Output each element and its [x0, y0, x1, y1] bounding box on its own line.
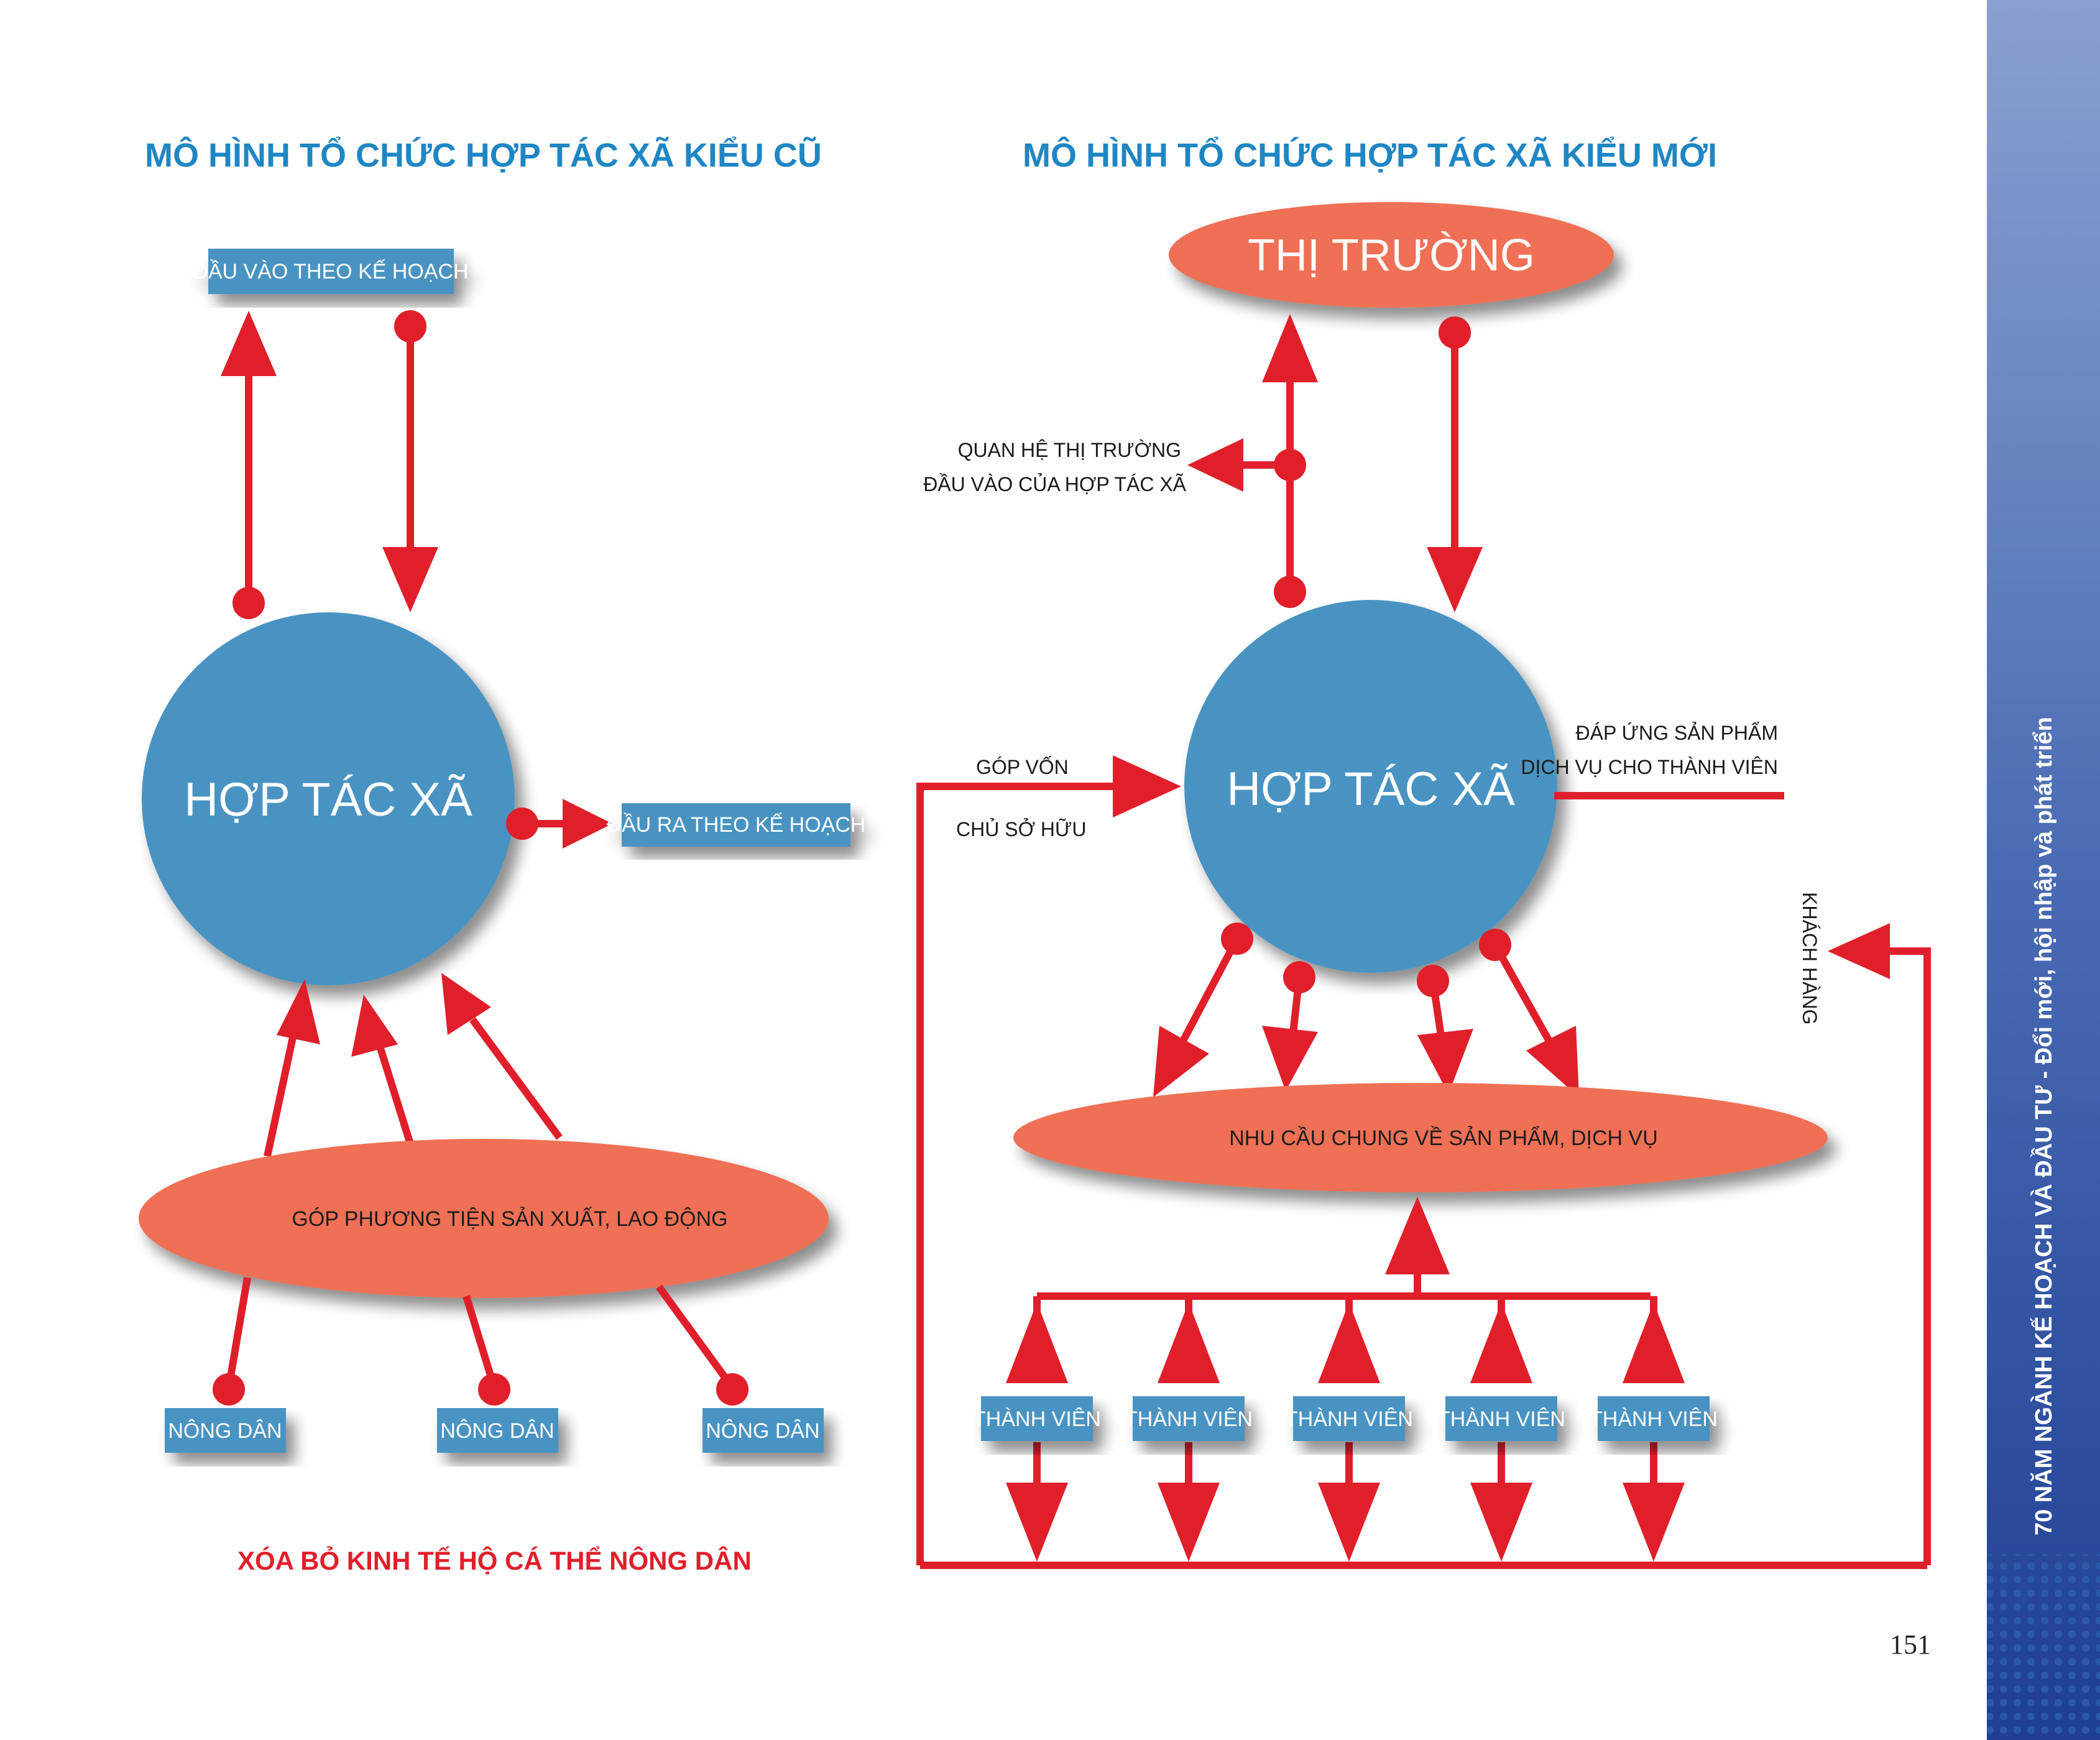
member-double-arrow — [1318, 1296, 1380, 1562]
member-label: THÀNH VIÊN — [1437, 1407, 1565, 1431]
sidebar: 70 NĂM NGÀNH KẾ HOẠCH VÀ ĐẦU TƯ - Đổi mớ… — [1987, 0, 2100, 1740]
member-double-arrow — [1006, 1296, 1068, 1562]
owner-label: CHỦ SỞ HỮU — [956, 818, 1086, 840]
market-down-arrow — [1427, 316, 1483, 612]
member-box: THÀNH VIÊN — [1590, 1396, 1718, 1441]
input-plan-box: ĐẦU VÀO THEO KẾ HOẠCH — [193, 249, 469, 294]
member-double-arrow — [1623, 1296, 1685, 1562]
market-up-arrow — [1187, 314, 1318, 608]
sidebar-dot-pattern — [1987, 1554, 2100, 1740]
farmer-links — [213, 1276, 748, 1406]
right-title: MÔ HÌNH TỔ CHỨC HỢP TÁC XÃ KIỂU MỚI — [1023, 136, 1717, 174]
member-arrows — [1006, 1296, 1685, 1562]
right-cooperative-circle: HỢP TÁC XÃ — [1184, 600, 1557, 973]
member-box: THÀNH VIÊN — [1125, 1396, 1253, 1441]
member-label: THÀNH VIÊN — [1125, 1407, 1253, 1431]
market-relation-line2: ĐẦU VÀO CỦA HỢP TÁC XÃ — [923, 473, 1186, 495]
farmer-label-3: NÔNG DÂN — [706, 1419, 819, 1443]
service-line1: ĐÁP ỨNG SẢN PHẨM — [1576, 722, 1778, 744]
customer-label: KHÁCH HÀNG — [1798, 892, 1821, 1024]
member-label: THÀNH VIÊN — [1285, 1407, 1413, 1431]
member-double-arrow — [1158, 1296, 1220, 1562]
capital-loop — [916, 755, 1931, 1569]
member-boxes: THÀNH VIÊN THÀNH VIÊN THÀNH VIÊN THÀNH VIÊN… — [973, 1396, 1718, 1441]
needs-arrows — [1153, 923, 1579, 1097]
member-box: THÀNH VIÊN — [1285, 1396, 1413, 1441]
member-label: THÀNH VIÊN — [973, 1407, 1101, 1431]
farmer-label-1: NÔNG DÂN — [168, 1419, 282, 1443]
needs-label: NHU CẦU CHUNG VỀ SẢN PHẨM, DỊCH VỤ — [1229, 1126, 1658, 1150]
left-circle-label: HỢP TÁC XÃ — [184, 773, 472, 826]
member-tree — [1037, 1197, 1651, 1300]
left-diagram: MÔ HÌNH TỔ CHỨC HỢP TÁC XÃ KIỂU CŨ ĐẦU V… — [139, 136, 865, 1575]
market-ellipse: THỊ TRƯỜNG — [1169, 202, 1614, 308]
left-contribution-arrows — [264, 973, 563, 1158]
farmer-box-2: NÔNG DÂN — [437, 1408, 558, 1453]
left-top-arrows — [221, 310, 438, 619]
page-number: 151 — [1890, 1629, 1931, 1660]
member-box: THÀNH VIÊN — [1437, 1396, 1565, 1441]
right-diagram: MÔ HÌNH TỔ CHỨC HỢP TÁC XÃ KIỂU MỚI THỊ … — [916, 136, 1931, 1569]
service-line2: DỊCH VỤ CHO THÀNH VIÊN — [1521, 756, 1778, 778]
sidebar-band — [1987, 0, 2100, 1740]
market-label: THỊ TRƯỜNG — [1248, 231, 1535, 280]
member-double-arrow — [1470, 1296, 1532, 1562]
left-footer: XÓA BỎ KINH TẾ HỘ CÁ THỂ NÔNG DÂN — [237, 1545, 752, 1575]
output-arrow — [506, 799, 612, 849]
farmer-label-2: NÔNG DÂN — [440, 1419, 554, 1443]
output-plan-label: ĐẦU RA THEO KẾ HOẠCH — [607, 813, 866, 837]
member-label: THÀNH VIÊN — [1590, 1407, 1718, 1431]
capital-label: GÓP VỐN — [976, 756, 1069, 778]
needs-ellipse: NHU CẦU CHUNG VỀ SẢN PHẨM, DỊCH VỤ — [1013, 1083, 1828, 1192]
right-circle-label: HỢP TÁC XÃ — [1227, 763, 1515, 816]
contribution-label: GÓP PHƯƠNG TIỆN SẢN XUẤT, LAO ĐỘNG — [292, 1207, 727, 1231]
contribution-ellipse: GÓP PHƯƠNG TIỆN SẢN XUẤT, LAO ĐỘNG — [139, 1139, 829, 1298]
output-plan-box: ĐẦU RA THEO KẾ HOẠCH — [607, 803, 866, 847]
input-plan-label: ĐẦU VÀO THEO KẾ HOẠCH — [193, 260, 468, 283]
market-relation-line1: QUAN HỆ THỊ TRƯỜNG — [958, 439, 1181, 461]
left-cooperative-circle: HỢP TÁC XÃ — [142, 612, 515, 985]
farmer-box-3: NÔNG DÂN — [702, 1408, 824, 1453]
farmer-box-1: NÔNG DÂN — [165, 1408, 286, 1453]
left-title: MÔ HÌNH TỔ CHỨC HỢP TÁC XÃ KIỂU CŨ — [145, 136, 822, 174]
sidebar-text: 70 NĂM NGÀNH KẾ HOẠCH VÀ ĐẦU TƯ - Đổi mớ… — [2030, 717, 2057, 1535]
member-box: THÀNH VIÊN — [973, 1396, 1101, 1441]
